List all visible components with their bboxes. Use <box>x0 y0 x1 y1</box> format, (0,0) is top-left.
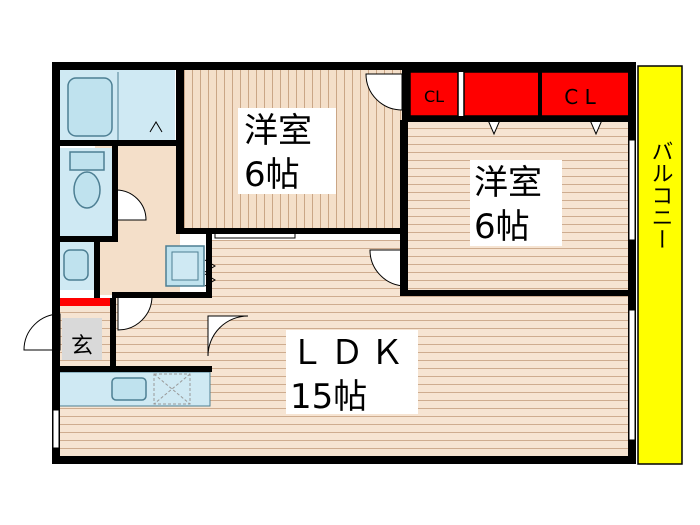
label-western-room-1: 洋室 6帖 <box>238 108 336 195</box>
bathtub <box>67 77 113 137</box>
balcony-label: バルコニー <box>648 140 673 250</box>
shoe-closet <box>56 298 110 306</box>
closet-large <box>463 71 631 117</box>
toilet-tank <box>69 151 105 171</box>
closet-large-label: C L <box>564 85 596 109</box>
toilet-bowl-icon <box>73 171 101 209</box>
western-room-2-size: 6帖 <box>474 207 530 247</box>
balcony <box>637 65 683 465</box>
entrance-floor <box>62 318 102 360</box>
label-ldk: ＬＤＫ 15帖 <box>286 330 418 417</box>
room1-door-swing <box>365 73 403 111</box>
ldk-door-swing <box>207 315 249 357</box>
washbasin-icon <box>63 249 89 281</box>
closet-small-label: CL <box>424 87 444 106</box>
western-room-1-name: 洋室 <box>244 111 312 151</box>
ldk-name: ＬＤＫ <box>290 333 410 373</box>
western-room-1-size: 6帖 <box>244 155 300 195</box>
walls <box>52 62 636 464</box>
closet-small <box>409 71 459 117</box>
western-room-2-name: 洋室 <box>474 163 542 203</box>
windows <box>52 139 636 449</box>
ldk-size: 15帖 <box>290 377 367 417</box>
bath-door-icon <box>149 121 163 133</box>
balcony-label-group: バルコニー <box>648 140 673 250</box>
sink-icon <box>111 377 147 401</box>
toilet-door-swing <box>115 189 147 221</box>
label-western-room-2: 洋室 6帖 <box>470 160 562 247</box>
refrigerator-space <box>153 373 191 405</box>
entrance-label: 玄 <box>71 334 93 359</box>
